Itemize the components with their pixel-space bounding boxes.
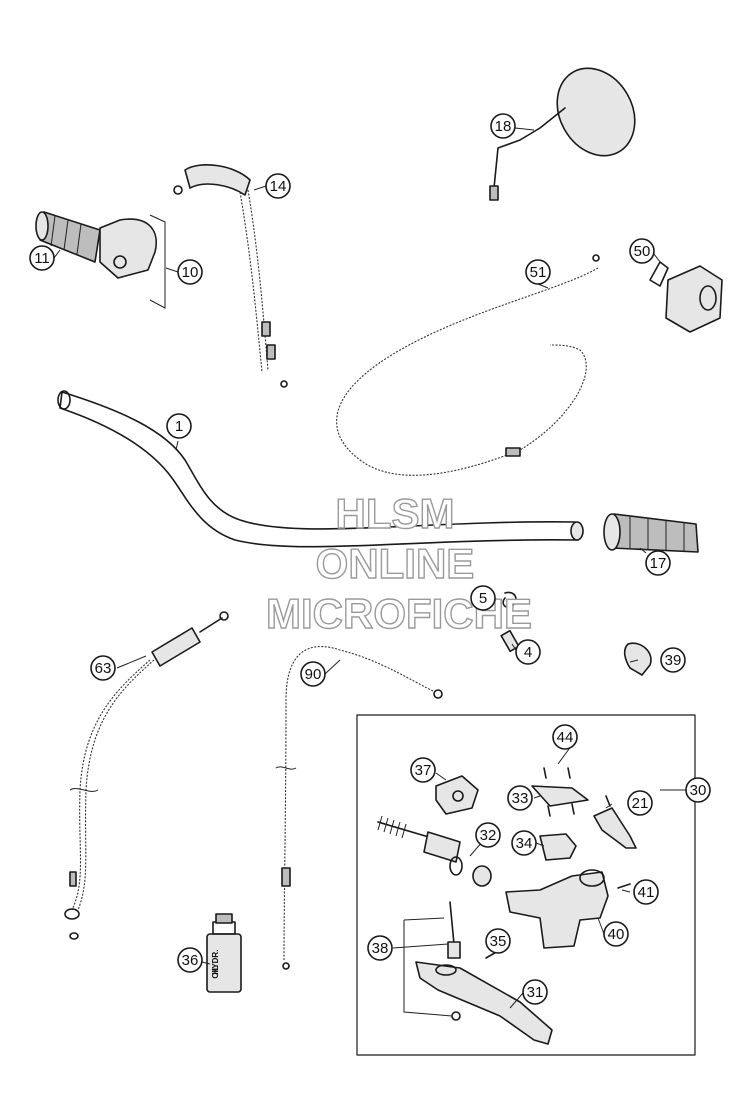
callout-35: 35 xyxy=(485,928,511,954)
callout-30-label: 30 xyxy=(690,782,707,799)
callout-38: 38 xyxy=(367,935,393,961)
hydraulic-hose xyxy=(64,611,229,940)
callout-17-label: 17 xyxy=(650,555,667,572)
callout-35-label: 35 xyxy=(490,933,507,950)
callout-4-label: 4 xyxy=(524,644,532,661)
callout-51: 51 xyxy=(525,259,551,285)
callout-32-label: 32 xyxy=(480,827,497,844)
callout-21-label: 21 xyxy=(632,795,649,812)
callout-33: 33 xyxy=(507,785,533,811)
callout-50-label: 50 xyxy=(634,243,651,260)
callout-31-label: 31 xyxy=(527,984,544,1001)
callout-5-label: 5 xyxy=(479,590,487,607)
hydraulic-oil-bottle: HYDR. OIL xyxy=(206,913,242,993)
callout-37: 37 xyxy=(410,757,436,783)
callout-63: 63 xyxy=(90,655,116,681)
callout-36: 36 xyxy=(177,947,203,973)
callout-30: 30 xyxy=(685,777,711,803)
callouts: 1 4 5 10 11 14 17 18 21 30 31 32 33 34 3… xyxy=(29,113,711,1005)
throttle-housing xyxy=(99,214,166,309)
bottle-label-line1: HYDR. xyxy=(211,950,220,975)
watermark-line-1: HLSM xyxy=(336,490,455,537)
callout-40: 40 xyxy=(603,921,629,947)
callout-4: 4 xyxy=(515,639,541,665)
left-grip xyxy=(35,211,101,263)
throttle-cables xyxy=(173,164,288,388)
callout-39-label: 39 xyxy=(665,652,682,669)
right-grip xyxy=(603,513,699,553)
callout-34-label: 34 xyxy=(516,835,533,852)
mirror xyxy=(489,67,636,201)
callout-33-label: 33 xyxy=(512,790,529,807)
callout-32: 32 xyxy=(475,822,501,848)
callout-14-label: 14 xyxy=(270,178,287,195)
clutch-cable xyxy=(275,646,443,970)
callout-10: 10 xyxy=(177,259,203,285)
callout-50: 50 xyxy=(629,238,655,264)
callout-37-label: 37 xyxy=(415,762,432,779)
callout-44-label: 44 xyxy=(557,729,574,746)
callout-51-label: 51 xyxy=(530,264,547,281)
watermark: HLSM ONLINE MICROFICHE xyxy=(265,489,532,637)
callout-34: 34 xyxy=(511,830,537,856)
callout-1-label: 1 xyxy=(175,418,183,435)
bottle-label-line2: OIL xyxy=(211,965,220,978)
handlebar xyxy=(57,390,584,548)
callout-40-label: 40 xyxy=(608,926,625,943)
callout-11-label: 11 xyxy=(34,250,50,267)
callout-39: 39 xyxy=(660,647,686,673)
callout-38-label: 38 xyxy=(372,940,389,957)
callout-41: 41 xyxy=(633,879,659,905)
clutch-assembly-box xyxy=(356,714,696,1056)
callout-21: 21 xyxy=(627,790,653,816)
callout-5: 5 xyxy=(470,585,496,611)
callout-41-label: 41 xyxy=(638,884,655,901)
callout-63-label: 63 xyxy=(95,660,112,677)
callout-11: 11 xyxy=(29,245,55,271)
callout-10-label: 10 xyxy=(182,264,199,281)
callout-14: 14 xyxy=(265,173,291,199)
callout-18: 18 xyxy=(490,113,516,139)
callout-31: 31 xyxy=(522,979,548,1005)
callout-18-label: 18 xyxy=(495,118,512,135)
switch-unit xyxy=(649,261,723,333)
long-cable xyxy=(336,254,600,476)
leader-lines xyxy=(53,127,686,1009)
callout-17: 17 xyxy=(645,550,671,576)
cable-clamp xyxy=(623,642,652,676)
callout-44: 44 xyxy=(552,724,578,750)
callout-90: 90 xyxy=(300,661,326,687)
watermark-line-2: ONLINE xyxy=(316,540,475,587)
clip-and-pin xyxy=(500,591,520,653)
callout-36-label: 36 xyxy=(182,952,199,969)
callout-90-label: 90 xyxy=(305,666,322,683)
callout-1: 1 xyxy=(166,413,192,439)
